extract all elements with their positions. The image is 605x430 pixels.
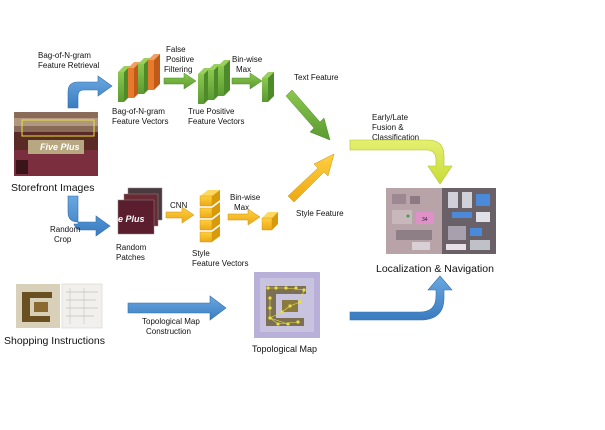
arrow-text-to-fusion: [285, 89, 331, 141]
arrow-to-topological-map: [127, 295, 227, 321]
localization-map-right: [442, 188, 496, 254]
arrow-binwise-max-top: [231, 72, 263, 90]
binwise-max-mid-label-2: Max: [234, 203, 249, 212]
arrow-fusion-to-localization: [349, 139, 453, 185]
arrow-to-random-crop: [67, 195, 111, 237]
storefront-images-label: Storefront Images: [11, 182, 94, 194]
text-feature-bar: [262, 72, 274, 102]
binwise-max-top-label-1: Bin-wise: [232, 55, 263, 64]
random-crop-label-1: Random: [50, 225, 81, 234]
bag-vectors-label-1: Bag-of-N-gram: [112, 107, 165, 116]
fusion-label-3: Classification: [372, 133, 419, 142]
style-vectors-label-2: Feature Vectors: [192, 259, 248, 268]
bag-retrieval-label-1: Bag-of-N-gram: [38, 51, 91, 60]
storefront-sign-text: Five Plus: [40, 142, 80, 152]
arrow-false-positive: [163, 72, 197, 90]
shopping-instructions-label: Shopping Instructions: [4, 335, 105, 347]
localization-label: Localization & Navigation: [376, 263, 494, 275]
fusion-label-1: Early/Late: [372, 113, 409, 122]
true-positive-label-1: True Positive: [188, 107, 235, 116]
random-patches: e Plus: [117, 187, 163, 235]
false-positive-label-2: Positive: [166, 55, 195, 64]
style-feature-label: Style Feature: [296, 209, 344, 218]
bag-vectors-label-2: Feature Vectors: [112, 117, 168, 126]
fusion-label-2: Fusion &: [372, 123, 404, 132]
style-feature-vectors: [199, 190, 220, 243]
localization-map-left: 34: [386, 188, 442, 254]
binwise-max-mid-label-1: Bin-wise: [230, 193, 261, 202]
cnn-label: CNN: [170, 201, 188, 210]
topological-map-label: Topological Map: [252, 344, 317, 354]
storefront-image: Five Plus: [14, 112, 98, 176]
arrow-map-to-localization: [349, 275, 453, 321]
random-patches-label-2: Patches: [116, 253, 145, 262]
arrow-style-to-fusion: [287, 153, 335, 203]
arrow-cnn: [165, 206, 195, 224]
true-positive-vectors: [198, 60, 230, 104]
arrow-binwise-max-mid: [227, 208, 261, 226]
svg-text:34: 34: [422, 217, 428, 223]
patch-sign-text: e Plus: [118, 214, 145, 224]
false-positive-label-1: False: [166, 45, 186, 54]
style-vectors-label-1: Style: [192, 249, 210, 258]
topological-map-image: [254, 272, 320, 338]
bag-ngram-vectors: [118, 54, 160, 102]
shopping-instructions-image: [16, 283, 103, 329]
topological-construction-label-2: Construction: [146, 327, 191, 336]
random-crop-label-2: Crop: [54, 235, 72, 244]
binwise-max-top-label-2: Max: [236, 65, 251, 74]
style-feature-bar: [261, 212, 278, 231]
topological-construction-label-1: Topological Map: [142, 317, 200, 326]
true-positive-label-2: Feature Vectors: [188, 117, 244, 126]
bag-retrieval-label-2: Feature Retrieval: [38, 61, 100, 70]
text-feature-label: Text Feature: [294, 73, 339, 82]
arrow-to-retrieval: [67, 75, 113, 109]
random-patches-label-1: Random: [116, 243, 147, 252]
false-positive-label-3: Filtering: [164, 65, 192, 74]
